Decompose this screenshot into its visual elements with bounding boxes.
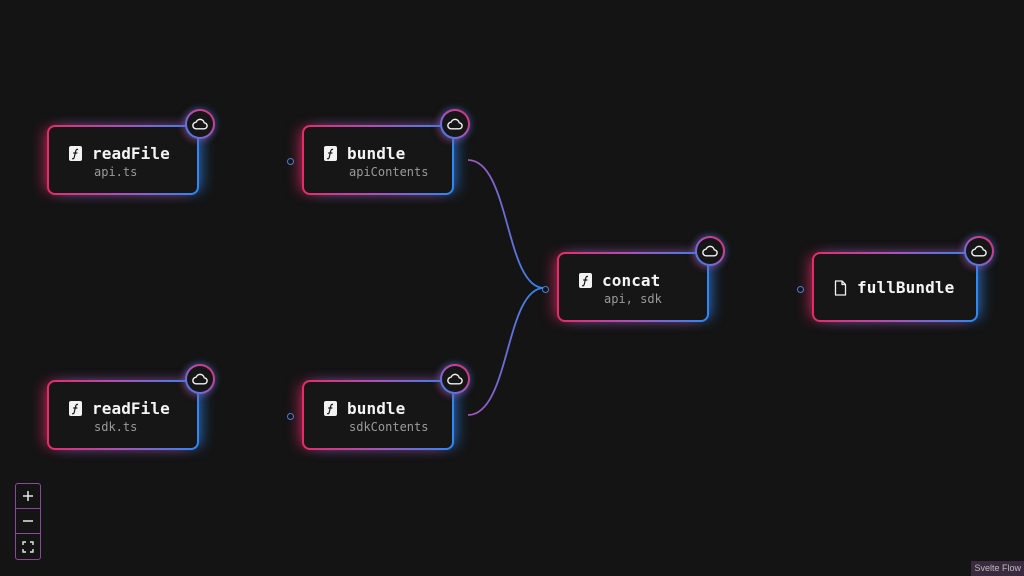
fit-view-icon: [22, 540, 34, 553]
node-title: readFile: [92, 399, 170, 418]
node-concat[interactable]: concat api, sdk: [542, 238, 723, 322]
cloud-badge[interactable]: [964, 236, 994, 266]
cloud-icon: [971, 245, 987, 257]
node-fullbundle[interactable]: fullBundle: [797, 238, 992, 322]
node-subtitle: apiContents: [349, 165, 429, 179]
zoom-in-button[interactable]: [16, 484, 40, 509]
plus-icon: [23, 491, 33, 501]
cloud-icon: [447, 373, 463, 385]
target-handle[interactable]: [287, 413, 294, 420]
edge-bundle-api-to-concat[interactable]: [467, 159, 545, 289]
node-readfile-api[interactable]: readFile api.ts: [47, 111, 213, 195]
attribution-link[interactable]: Svelte Flow: [971, 561, 1024, 576]
target-handle[interactable]: [797, 286, 804, 293]
function-icon: [324, 401, 337, 416]
cloud-icon: [447, 118, 463, 130]
target-handle[interactable]: [542, 286, 549, 293]
function-icon: [69, 401, 82, 416]
cloud-badge[interactable]: [440, 109, 470, 139]
node-bundle-api[interactable]: bundle apiContents: [287, 111, 468, 195]
cloud-badge[interactable]: [695, 236, 725, 266]
edge-bundle-sdk-to-concat[interactable]: [467, 287, 545, 416]
function-icon: [69, 146, 82, 161]
file-icon: [834, 279, 847, 296]
node-title: concat: [602, 271, 661, 290]
minus-icon: [23, 520, 33, 522]
node-title: bundle: [347, 399, 406, 418]
node-subtitle: api, sdk: [604, 292, 662, 306]
node-title: bundle: [347, 144, 406, 163]
cloud-badge[interactable]: [440, 364, 470, 394]
cloud-badge[interactable]: [185, 364, 215, 394]
cloud-icon: [192, 373, 208, 385]
zoom-out-button[interactable]: [16, 509, 40, 534]
cloud-badge[interactable]: [185, 109, 215, 139]
node-bundle-sdk[interactable]: bundle sdkContents: [287, 366, 468, 450]
target-handle[interactable]: [287, 158, 294, 165]
fit-view-button[interactable]: [16, 534, 40, 559]
node-title: readFile: [92, 144, 170, 163]
cloud-icon: [702, 245, 718, 257]
flow-controls: [15, 483, 41, 560]
function-icon: [324, 146, 337, 161]
function-icon: [579, 273, 592, 288]
node-subtitle: sdk.ts: [94, 420, 138, 434]
node-title: fullBundle: [857, 278, 955, 297]
node-subtitle: sdkContents: [349, 420, 429, 434]
node-readfile-sdk[interactable]: readFile sdk.ts: [47, 366, 213, 450]
cloud-icon: [192, 118, 208, 130]
node-subtitle: api.ts: [94, 165, 138, 179]
